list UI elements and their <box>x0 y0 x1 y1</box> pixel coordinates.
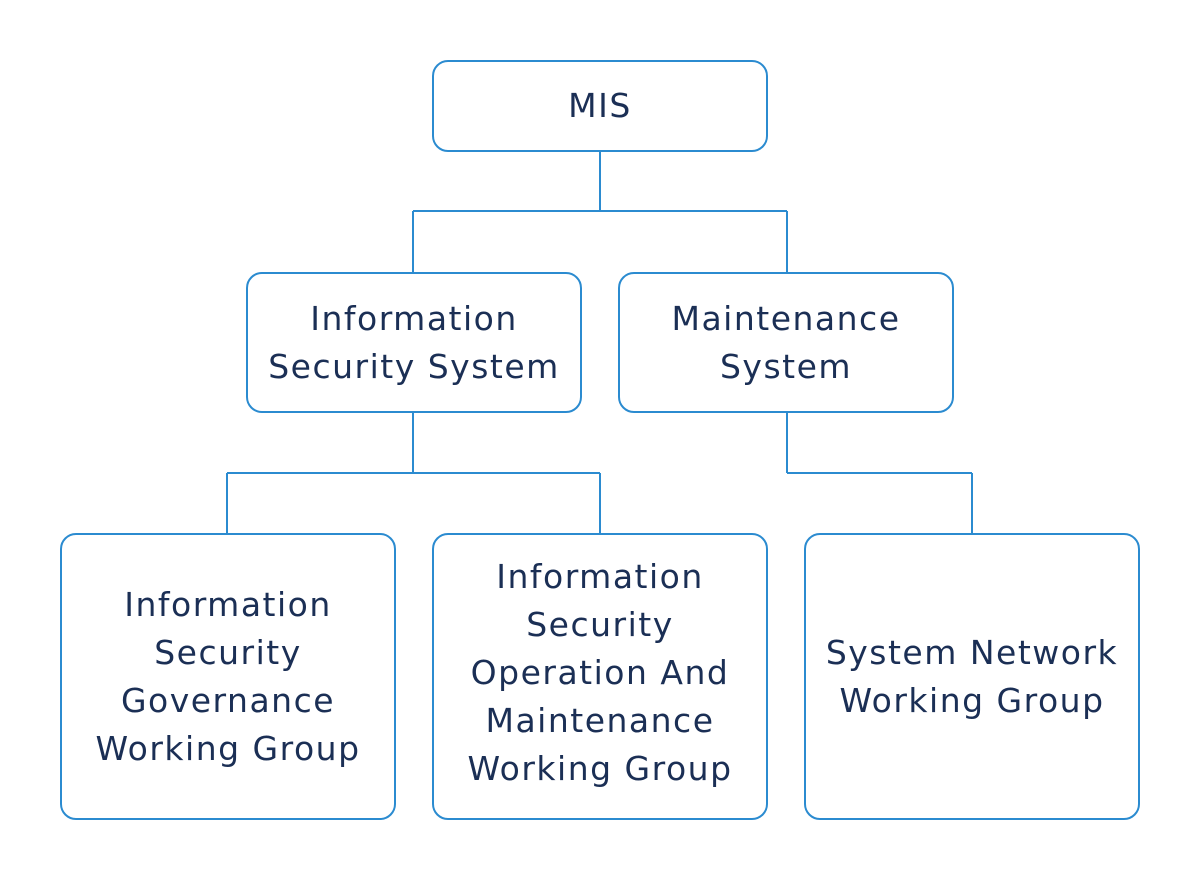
node-information-security-governance-working-group-label: Information Security Governance Working … <box>95 584 361 768</box>
node-system-network-working-group: System Network Working Group <box>804 533 1140 820</box>
node-mis: MIS <box>432 60 768 152</box>
node-system-network-working-group-label: System Network Working Group <box>825 632 1119 720</box>
node-information-security-governance-working-group: Information Security Governance Working … <box>60 533 396 820</box>
node-maintenance-system: Maintenance System <box>618 272 954 413</box>
node-mis-label: MIS <box>568 86 632 125</box>
node-information-security-operation-and-maintenance-working-group: Information Security Operation And Maint… <box>432 533 768 820</box>
node-information-security-system-label: Information Security System <box>268 298 560 386</box>
node-information-security-operation-and-maintenance-working-group-label: Information Security Operation And Maint… <box>467 556 733 788</box>
node-information-security-system: Information Security System <box>246 272 582 413</box>
node-maintenance-system-label: Maintenance System <box>671 298 901 386</box>
